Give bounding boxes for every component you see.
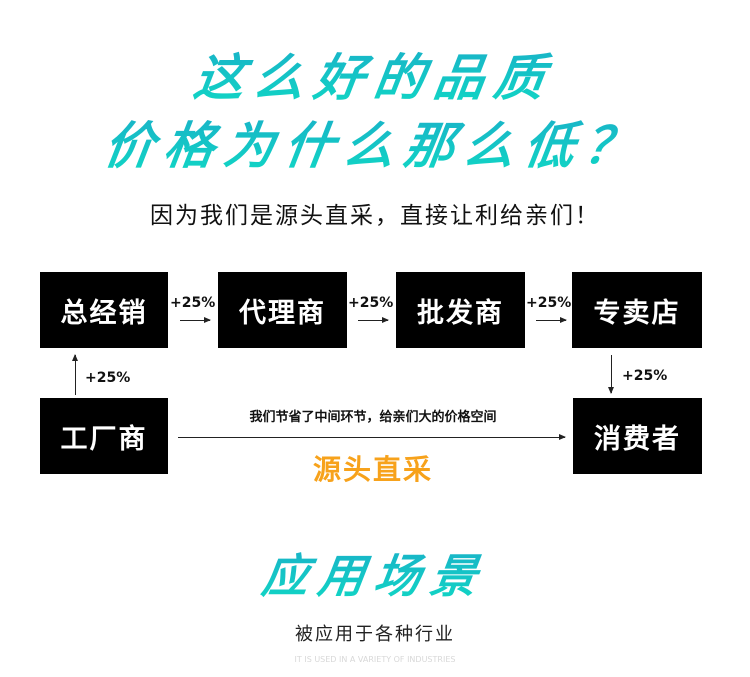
section-english: IT IS USED IN A VARIETY OF INDUSTRIES bbox=[294, 655, 456, 664]
markup-label: +25% bbox=[170, 295, 216, 311]
direct-label: 源头直采 bbox=[312, 453, 433, 486]
markup-label: +25% bbox=[348, 295, 394, 311]
arrow-right-icon bbox=[536, 317, 567, 323]
box-general-distributor: 总经销 bbox=[40, 272, 168, 348]
direct-note: 我们节省了中间环节，给亲们大的价格空间 bbox=[249, 410, 497, 425]
section-subtitle: 被应用于各种行业 bbox=[295, 624, 455, 645]
headline-line2: 价格为什么那么低？ bbox=[0, 106, 750, 178]
arrow-right-icon bbox=[180, 317, 211, 323]
markup-label: +25% bbox=[85, 370, 131, 386]
box-wholesaler: 批发商 bbox=[396, 272, 525, 348]
arrow-right-icon bbox=[358, 317, 389, 323]
arrow-right-icon bbox=[178, 434, 566, 440]
box-store: 专卖店 bbox=[572, 272, 702, 348]
arrow-up-icon bbox=[72, 354, 78, 395]
markup-label: +25% bbox=[622, 368, 668, 384]
markup-label: +25% bbox=[526, 295, 572, 311]
headline-subtitle: 因为我们是源头直采，直接让利给亲们！ bbox=[150, 203, 600, 229]
box-consumer: 消费者 bbox=[573, 398, 702, 474]
headline-line1: 这么好的品质 bbox=[0, 38, 750, 110]
box-factory: 工厂商 bbox=[40, 398, 168, 474]
section-title: 应用场景 bbox=[0, 540, 750, 606]
box-agent: 代理商 bbox=[218, 272, 347, 348]
arrow-down-icon bbox=[608, 355, 614, 394]
